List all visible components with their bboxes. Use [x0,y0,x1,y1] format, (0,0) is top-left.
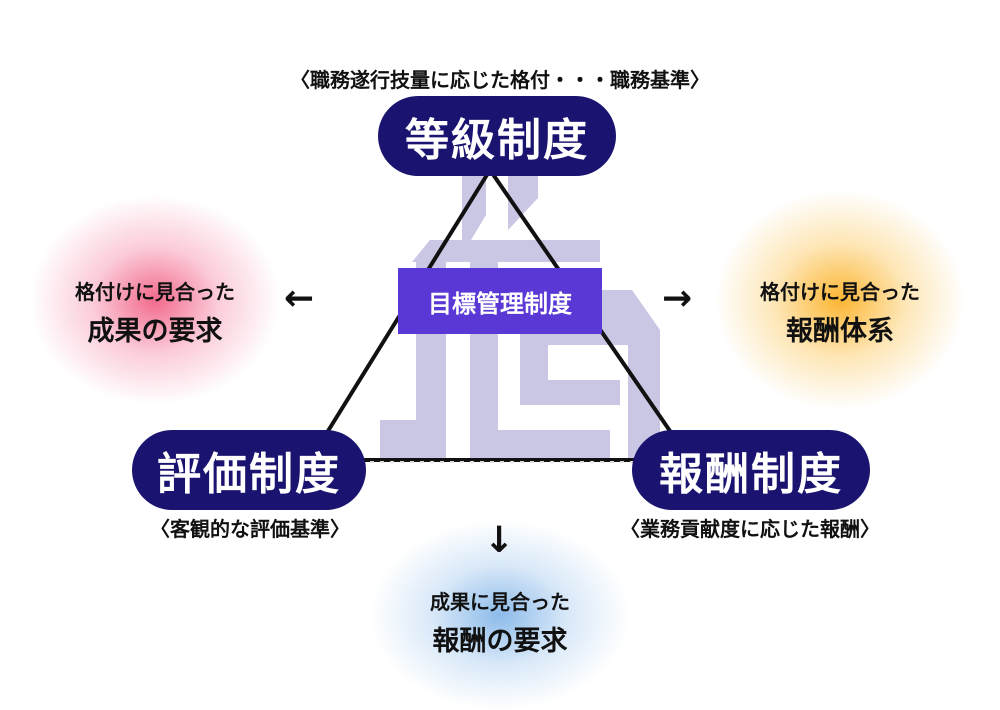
down-arrow-icon: ↓ [484,520,515,561]
grade-system-node: 等級制度 [378,96,616,176]
left-node-caption: 〈客観的な評価基準〉 [150,517,350,541]
right-node-caption: 〈業務貢献度に応じた報酬〉 [620,517,880,541]
evaluation-system-node: 評価制度 [132,430,366,510]
right-outcome-line2: 報酬体系 [786,316,894,347]
left-outcome-line2: 成果の要求 [87,316,223,347]
blue-glow [370,520,630,710]
top-node-caption: 〈職務遂行技量に応じた格付・・・職務基準〉 [290,68,710,92]
right-arrow-icon: → [662,278,693,319]
pink-glow [30,195,280,405]
right-outcome-line1: 格付けに見合った [760,280,920,304]
compensation-system-node: 報酬制度 [632,430,870,510]
bottom-outcome-line1: 成果に見合った [430,590,570,614]
right-outcome: 格付けに見合った 報酬体系 [740,276,940,348]
bottom-outcome: 成果に見合った 報酬の要求 [400,586,600,658]
bottom-outcome-line2: 報酬の要求 [432,626,568,657]
left-outcome: 格付けに見合った 成果の要求 [55,276,255,348]
objective-management-box: 目標管理制度 [398,268,602,334]
left-outcome-line1: 格付けに見合った [75,280,235,304]
left-arrow-icon: ← [284,278,315,319]
orange-glow [715,190,965,410]
